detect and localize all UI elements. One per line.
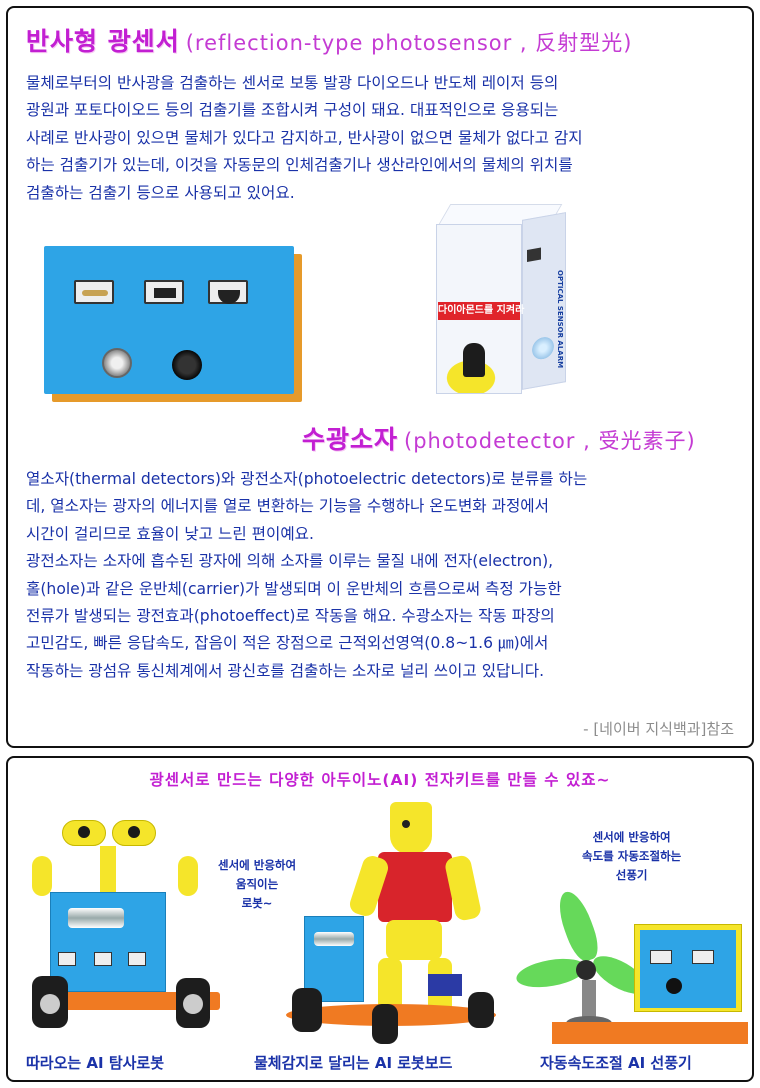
text-line: 사례로 반사광이 있으면 물체가 있다고 감지하고, 반사광이 없으면 물체가 …	[26, 128, 583, 147]
text-line: 작동하는 광섬유 통신체계에서 광신호를 검출하는 소자로 널리 쓰이고 있답니…	[26, 661, 545, 680]
photodetector-title-ko: 수광소자	[302, 425, 399, 454]
robot-board-image	[278, 798, 498, 1048]
bubble-line: 센서에 반응하여	[218, 858, 297, 872]
showcase-headline: 광센서로 만드는 다양한 아두이노(AI) 전자키트를 만들 수 있죠~	[149, 771, 611, 789]
text-line: 열소자(thermal detectors)와 광전소자(photoelectr…	[26, 470, 588, 488]
bubble-line: 선풍기	[615, 868, 648, 882]
caption-fan: 자동속도조절 AI 선풍기	[540, 1054, 692, 1072]
control-knob	[172, 350, 202, 380]
explorer-robot-image	[28, 816, 228, 1046]
caption-explorer-robot: 따라오는 AI 탐사로봇	[26, 1054, 165, 1072]
reflection-title-en: (reflection-type photosensor , 反射型光)	[185, 31, 633, 55]
optical-sensor-alarm-box-image: 다이아몬드를 지켜라 OPTICAL SENSOR ALARM	[436, 204, 566, 404]
board-face	[44, 246, 294, 394]
robot-speech-bubble: 센서에 반응하여 움직이는 로봇~	[218, 856, 296, 913]
photodetector-title: 수광소자(photodetector , 受光素子)	[302, 420, 696, 456]
sensor-module	[144, 280, 184, 304]
box-label: 다이아몬드를 지켜라	[438, 302, 524, 320]
sensor-module	[74, 280, 114, 304]
text-line: 광원과 포토다이오드 등의 검출기를 조합시켜 구성이 돼요. 대표적인으로 응…	[26, 101, 559, 120]
sensor-board-image	[44, 246, 306, 406]
info-panel: 반사형 광센서(reflection-type photosensor , 反射…	[6, 6, 754, 748]
text-line: 검출하는 검출기 등으로 사용되고 있어요.	[26, 183, 295, 202]
bubble-line: 센서에 반응하여	[592, 830, 671, 844]
fan-kit-image	[514, 887, 748, 1048]
reflection-title-ko: 반사형 광센서	[26, 27, 180, 56]
led-knob	[102, 348, 132, 378]
bubble-line: 로봇~	[241, 896, 273, 910]
reflection-paragraph: 물체로부터의 반사광을 검출하는 센서로 보통 발광 다이오드나 반도체 레이저…	[26, 70, 583, 207]
photodetector-paragraph: 열소자(thermal detectors)와 광전소자(photoelectr…	[26, 466, 587, 685]
photodetector-title-en: (photodetector , 受光素子)	[404, 429, 696, 453]
fan-speech-bubble: 센서에 반응하여 속도를 자동조절하는 선풍기	[582, 828, 681, 885]
caption-robot-board: 물체감지로 달리는 AI 로봇보드	[254, 1054, 453, 1072]
kit-showcase-panel: 광센서로 만드는 다양한 아두이노(AI) 전자키트를 만들 수 있죠~ 센서에…	[6, 756, 754, 1082]
box-side-text: OPTICAL SENSOR ALARM	[556, 270, 564, 369]
text-line: 전류가 발생되는 광전효과(photoeffect)로 작동을 해요. 수광소자…	[26, 607, 555, 626]
reflection-title: 반사형 광센서(reflection-type photosensor , 反射…	[26, 22, 632, 58]
text-line: 홀(hole)과 같은 운반체(carrier)가 발생되며 이 운반체의 흐름…	[26, 579, 562, 598]
text-line: 데, 열소자는 광자의 에너지를 열로 변환하는 기능을 수행하나 온도변화 과…	[26, 497, 549, 516]
text-line: 하는 검출기가 있는데, 이것을 자동문의 인체검출기나 생산라인에서의 물체의…	[26, 156, 573, 175]
bubble-line: 속도를 자동조절하는	[582, 849, 682, 863]
text-line: 시간이 걸리므로 효율이 낮고 느린 편이예요.	[26, 524, 314, 543]
source-citation: - [네이버 지식백과]참조	[583, 720, 734, 738]
text-line: 물체로부터의 반사광을 검출하는 센서로 보통 발광 다이오드나 반도체 레이저…	[26, 74, 559, 92]
bubble-line: 움직이는	[235, 877, 279, 891]
text-line: 고민감도, 빠른 응답속도, 잡음이 적은 장점으로 근적외선영역(0.8~1.…	[26, 634, 549, 653]
text-line: 광전소자는 소자에 흡수된 광자에 의해 소자를 이루는 물질 내에 전자(el…	[26, 552, 554, 571]
sensor-module	[208, 280, 248, 304]
